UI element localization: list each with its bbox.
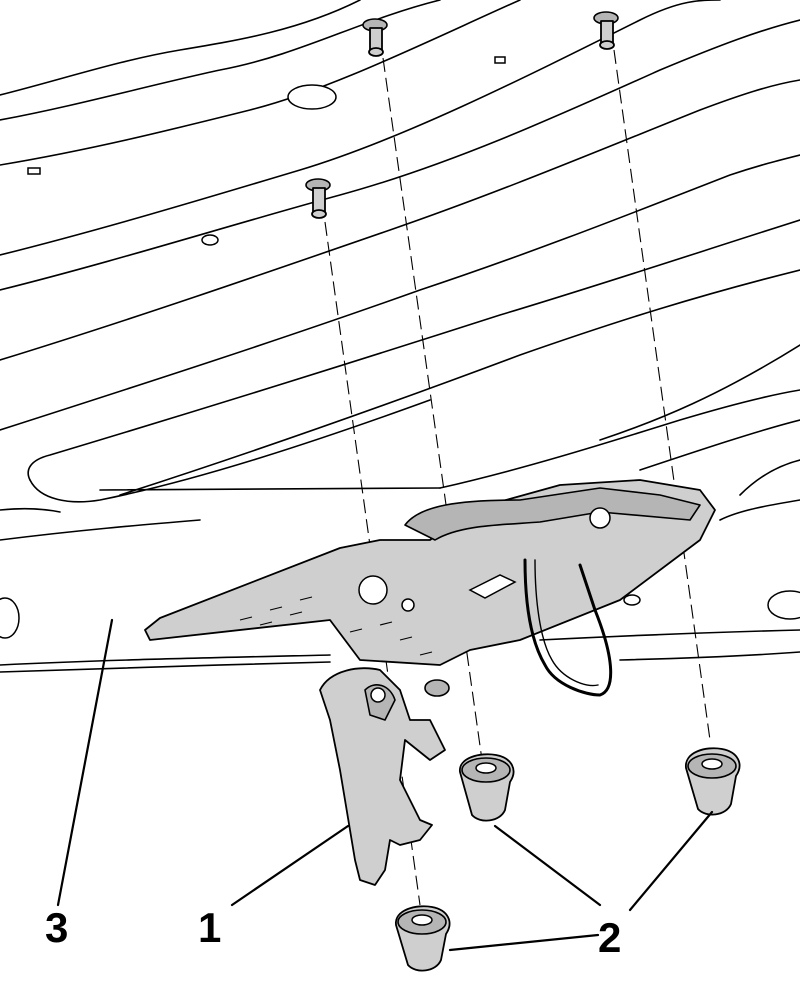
leader-line-2b [628, 810, 714, 912]
grommet [459, 753, 515, 822]
expanding-rivets [395, 747, 741, 972]
leader-line-2a [493, 824, 602, 907]
panel-hole [767, 590, 800, 620]
panel-slot [494, 56, 506, 64]
panel-hole [287, 84, 337, 110]
callout-1: 1 [198, 904, 221, 951]
rivet-pin [593, 11, 619, 50]
body-panel-outlines [0, 0, 800, 673]
rivet-pins [305, 11, 619, 219]
leader-line-3 [56, 618, 114, 907]
grommet [685, 747, 741, 816]
callout-2: 2 [598, 914, 621, 961]
leader-line-1 [230, 824, 350, 907]
panel-hole [0, 597, 20, 639]
callout-3: 3 [45, 904, 68, 951]
grommet [395, 905, 451, 972]
rivet-pin [305, 178, 331, 219]
leader-lines [56, 618, 714, 952]
hood-lock [144, 479, 716, 886]
rivet-pin [362, 18, 388, 57]
panel-hole [201, 234, 219, 246]
panel-slot [27, 167, 41, 175]
panel-hole [623, 594, 641, 606]
leader-line-2c [448, 933, 600, 952]
